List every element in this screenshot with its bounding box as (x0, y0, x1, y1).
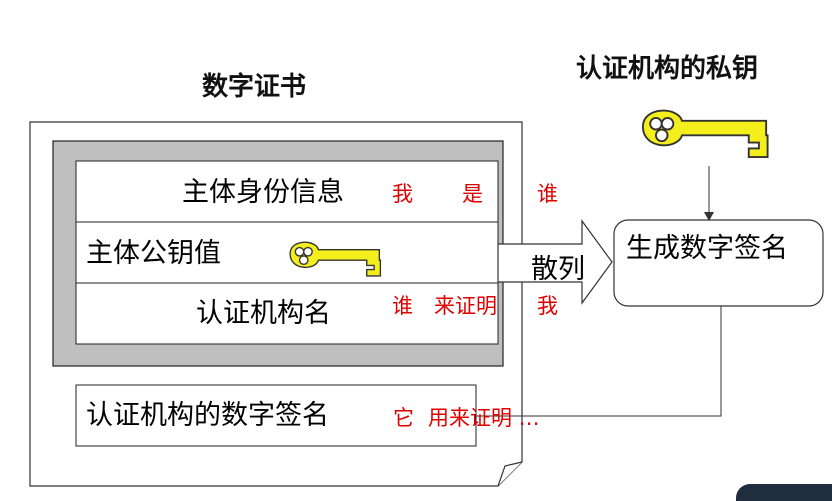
corner-widget (736, 484, 832, 501)
signature-label: 认证机构的数字签名 (86, 400, 329, 431)
sign-label: 生成数字签名 (626, 233, 788, 264)
signature-box (75, 384, 477, 447)
public-key-icon (289, 241, 382, 277)
field-subject-identity: 主体身份信息 (182, 177, 344, 208)
signature-connector (476, 306, 722, 417)
private-key-icon (641, 109, 769, 159)
note-who-3: 谁 (537, 182, 558, 206)
note-who-2: 是 (462, 182, 483, 206)
private-key-title: 认证机构的私钥 (576, 54, 759, 84)
hash-arrow (497, 219, 613, 305)
note-who-1: 我 (392, 182, 413, 206)
note-authority-3: 我 (537, 294, 558, 318)
certificate-title: 数字证书 (202, 72, 307, 102)
field-subject-public-key: 主体公钥值 (86, 238, 221, 269)
note-signature-1: 它 (393, 406, 414, 430)
hash-label: 散列 (531, 254, 585, 285)
document-fold (497, 461, 523, 487)
sign-box (613, 219, 824, 307)
note-authority-1: 谁 (392, 294, 413, 318)
field-authority-name: 认证机构名 (196, 298, 331, 329)
note-signature-2: 用来证明 … (428, 406, 540, 430)
key-to-sign-arrowhead (704, 212, 714, 221)
note-authority-2: 来证明 (434, 294, 497, 318)
